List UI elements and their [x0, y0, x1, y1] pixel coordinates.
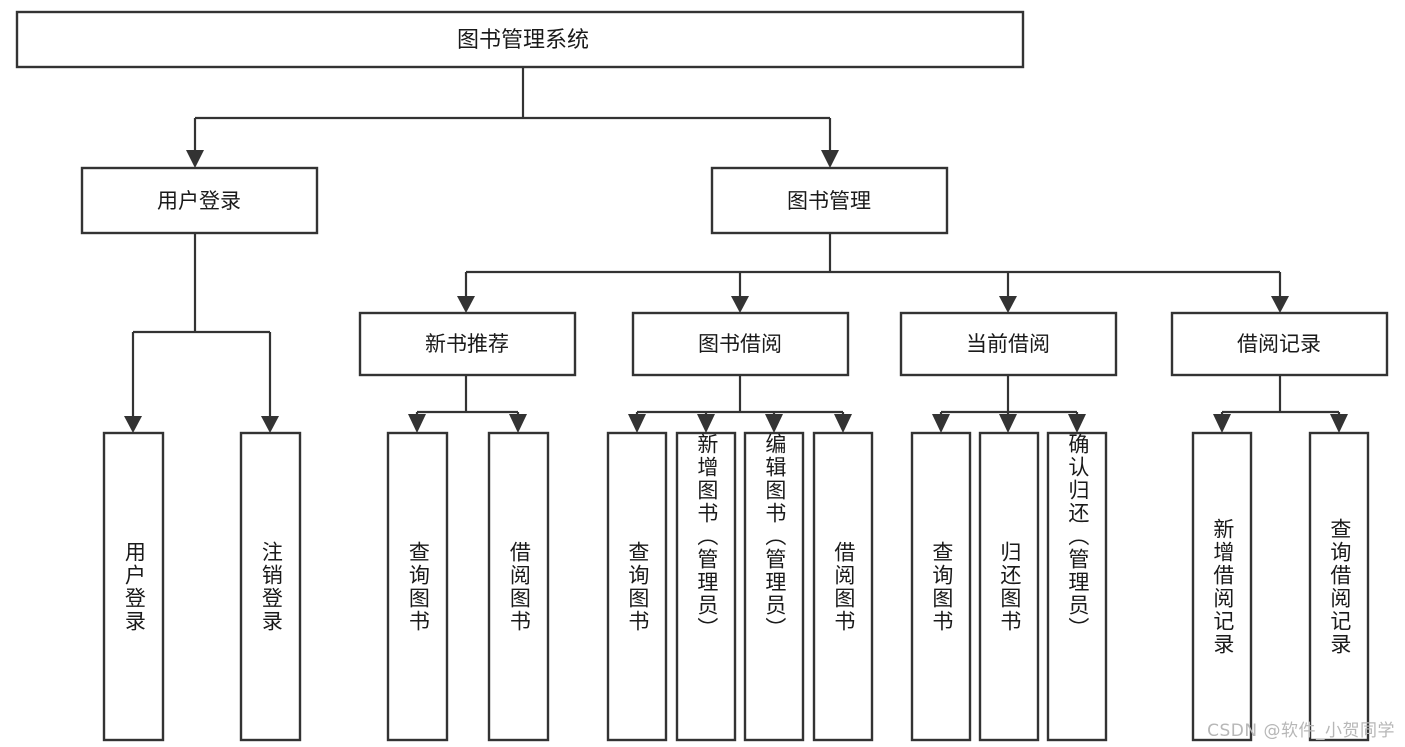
- arrow-userlogin-child-1: [124, 416, 142, 433]
- node-label-root: 图书管理系统: [457, 28, 589, 53]
- arrow-bookborrow-child-4: [834, 414, 852, 433]
- node-label-borrow-record: 借阅记录: [1237, 332, 1321, 356]
- arrow-borrowrecord-child-1: [1213, 414, 1231, 433]
- node-box-leaf-query-book-1[interactable]: [386, 431, 449, 742]
- arrow-bookborrow-child-3: [765, 414, 783, 433]
- node-label-book-borrow: 图书借阅: [698, 332, 782, 356]
- node-box-borrow-record[interactable]: [1170, 311, 1389, 377]
- node-box-leaf-query-book-2[interactable]: [606, 431, 668, 742]
- node-box-leaf-query-borrow-record[interactable]: [1308, 431, 1370, 742]
- arrow-root-to-bookmgmt: [821, 150, 839, 168]
- arrow-bookmgmt-child-3: [999, 296, 1017, 313]
- connector-group-borrowrecord: [1213, 375, 1348, 433]
- node-box-leaf-return-book[interactable]: [978, 431, 1040, 742]
- node-box-current-borrow[interactable]: [899, 311, 1118, 377]
- arrow-bookborrow-child-1: [628, 414, 646, 433]
- arrow-bookmgmt-child-1: [457, 296, 475, 313]
- node-box-user-login[interactable]: [80, 166, 319, 235]
- arrow-bookmgmt-child-4: [1271, 296, 1289, 313]
- arrow-bookborrow-child-2: [697, 414, 715, 433]
- node-box-leaf-add-borrow-record[interactable]: [1191, 431, 1253, 742]
- node-box-leaf-query-book-3[interactable]: [910, 431, 972, 742]
- arrow-currentborrow-child-1: [932, 414, 950, 433]
- connector-group-bookborrow: [628, 375, 852, 433]
- csdn-watermark: CSDN @软件_小贺同学: [1207, 721, 1395, 741]
- node-label-book-management: 图书管理: [787, 189, 871, 213]
- node-label-user-login: 用户登录: [157, 189, 241, 213]
- node-box-root[interactable]: [15, 10, 1025, 69]
- node-label-new-book-recommend: 新书推荐: [425, 332, 509, 356]
- node-box-leaf-confirm-return-admin[interactable]: [1046, 431, 1108, 742]
- connector-group-userlogin: [124, 233, 279, 433]
- arrow-root-to-userlogin: [186, 150, 204, 168]
- node-box-leaf-borrow-book-1[interactable]: [487, 431, 550, 742]
- node-box-leaf-user-login[interactable]: [102, 431, 165, 742]
- node-box-new-book-recommend[interactable]: [358, 311, 577, 377]
- node-label-current-borrow: 当前借阅: [966, 332, 1050, 356]
- node-box-book-borrow[interactable]: [631, 311, 850, 377]
- node-box-book-management[interactable]: [710, 166, 949, 235]
- arrow-currentborrow-child-3: [1068, 414, 1086, 433]
- arrow-userlogin-child-2: [261, 416, 279, 433]
- arrow-currentborrow-child-2: [999, 414, 1017, 433]
- arrow-newbook-child-2: [509, 414, 527, 433]
- connector-group-root: [186, 67, 839, 168]
- node-box-leaf-add-book-admin[interactable]: [675, 431, 737, 742]
- node-box-leaf-logout[interactable]: [239, 431, 302, 742]
- connector-group-currentborrow: [932, 375, 1086, 433]
- connector-group-bookmgmt: [457, 233, 1289, 313]
- arrow-newbook-child-1: [408, 414, 426, 433]
- node-box-leaf-edit-book-admin[interactable]: [743, 431, 805, 742]
- arrow-borrowrecord-child-2: [1330, 414, 1348, 433]
- connector-group-newbook: [408, 375, 527, 433]
- node-box-leaf-borrow-book-2[interactable]: [812, 431, 874, 742]
- arrow-bookmgmt-child-2: [731, 296, 749, 313]
